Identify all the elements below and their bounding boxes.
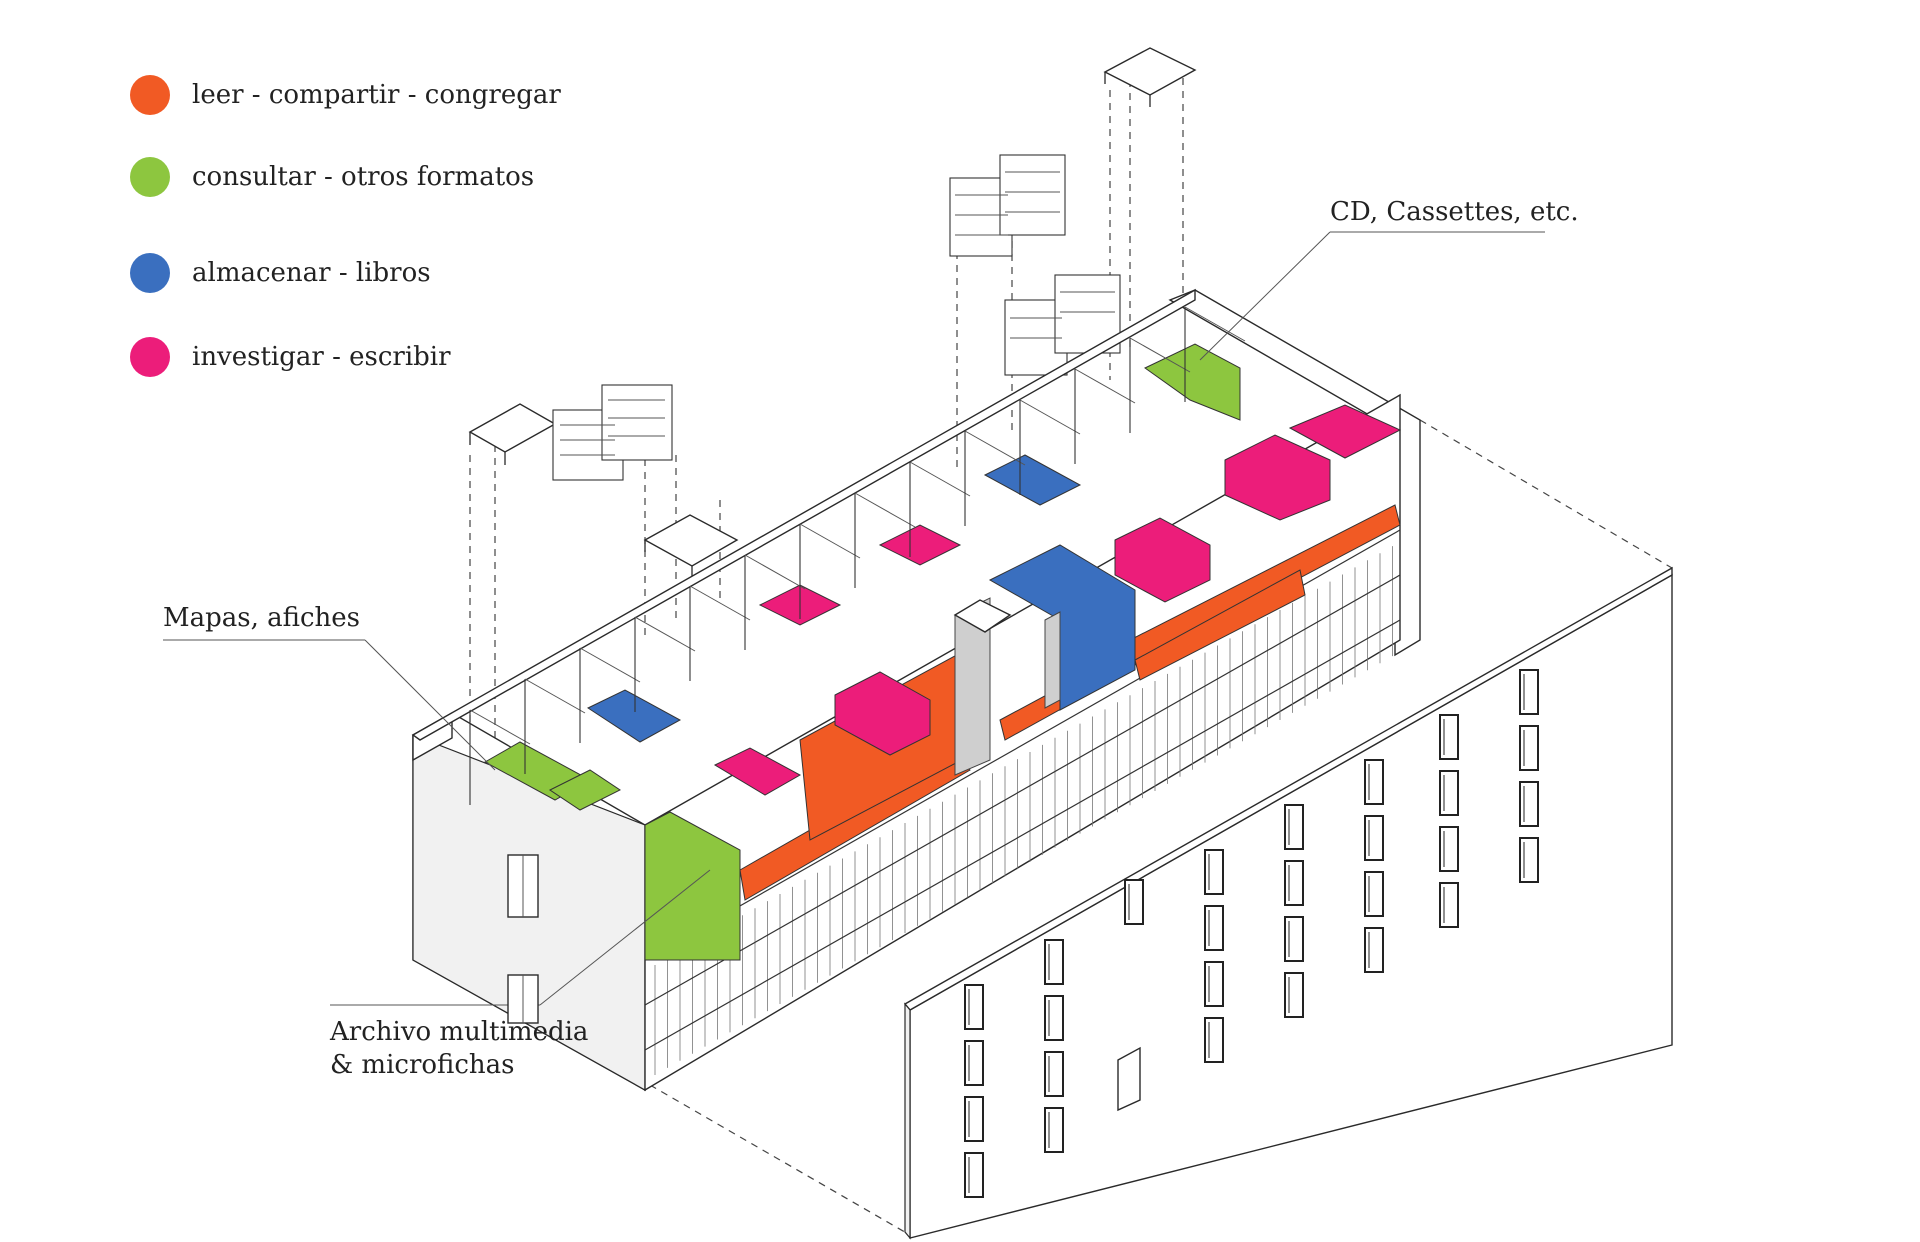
window — [1204, 961, 1224, 1007]
floating-shelves — [468, 47, 1197, 578]
beam — [469, 709, 531, 745]
window — [964, 984, 984, 1030]
legend-label: almacenar - libros — [192, 258, 431, 288]
beam — [634, 616, 696, 652]
window — [964, 1152, 984, 1198]
legend-label: leer - compartir - congregar — [192, 80, 561, 110]
window — [1284, 972, 1304, 1018]
zone-magenta-1 — [713, 747, 802, 796]
window — [1044, 1051, 1064, 1097]
window — [1044, 1107, 1064, 1153]
zone-magenta-2 — [834, 671, 931, 756]
beam — [1074, 368, 1136, 404]
window — [1364, 927, 1384, 973]
beam — [744, 554, 806, 590]
window — [1519, 669, 1539, 715]
window — [1519, 725, 1539, 771]
window — [964, 1096, 984, 1142]
beam — [799, 523, 861, 559]
end-wall-openings — [507, 854, 539, 1024]
legend-item-leer: leer - compartir - congregar — [130, 74, 561, 116]
interior-structure — [469, 306, 1246, 805]
zone-green-4 — [1144, 343, 1241, 421]
front-building — [903, 566, 1673, 1240]
label-mapas-afiches: Mapas, afiches — [163, 603, 361, 633]
beam — [1184, 306, 1246, 342]
zone-magenta-7 — [1288, 404, 1402, 459]
beam — [1019, 399, 1081, 435]
window — [1044, 939, 1064, 985]
beam — [1129, 337, 1191, 373]
beam — [964, 430, 1026, 466]
zone-blue-2 — [983, 454, 1082, 506]
beam — [524, 678, 586, 714]
window — [1124, 879, 1144, 925]
window — [1439, 714, 1459, 760]
beam — [854, 492, 916, 528]
window — [1364, 871, 1384, 917]
window — [1439, 882, 1459, 928]
window — [1364, 815, 1384, 861]
label-cd-cassettes: CD, Cassettes, etc. — [1330, 197, 1579, 227]
zone-magenta-6 — [1224, 434, 1331, 521]
window — [1204, 905, 1224, 951]
blue-dot-icon — [130, 253, 170, 293]
legend-label: consultar - otros formatos — [192, 162, 535, 192]
window — [1284, 916, 1304, 962]
zone-orange-5 — [1134, 569, 1306, 681]
green-dot-icon — [130, 157, 170, 197]
zone-magenta-4 — [878, 524, 962, 566]
beam — [579, 647, 641, 683]
legend-item-almacenar: almacenar - libros — [130, 252, 431, 294]
window — [1044, 995, 1064, 1041]
window — [1519, 837, 1539, 883]
zone-green-2 — [549, 769, 621, 811]
window — [1204, 1017, 1224, 1063]
floor-line — [644, 574, 1401, 1006]
zone-magenta-5 — [1114, 517, 1211, 603]
leader-lines — [163, 231, 1545, 1006]
legend-label: investigar - escribir — [192, 342, 451, 372]
window — [1364, 759, 1384, 805]
facade-windows — [964, 669, 1539, 1198]
beam — [909, 461, 971, 497]
zone-blue-1 — [586, 689, 682, 743]
window — [1519, 781, 1539, 827]
program-zones — [483, 343, 1402, 961]
beam — [689, 585, 751, 621]
magenta-dot-icon — [130, 337, 170, 377]
window — [1439, 826, 1459, 872]
window — [1284, 804, 1304, 850]
label-archivo-line2: & microfichas — [330, 1050, 515, 1080]
label-archivo-line1: Archivo multimedia — [330, 1017, 589, 1047]
legend-item-consultar: consultar - otros formatos — [130, 156, 534, 198]
circulation-core — [953, 597, 1061, 776]
window — [1204, 849, 1224, 895]
window — [964, 1040, 984, 1086]
window — [1284, 860, 1304, 906]
window — [1439, 770, 1459, 816]
zone-green-3 — [644, 811, 741, 961]
floor-line — [644, 619, 1401, 1051]
orange-dot-icon — [130, 75, 170, 115]
legend-item-investigar: investigar - escribir — [130, 336, 451, 378]
